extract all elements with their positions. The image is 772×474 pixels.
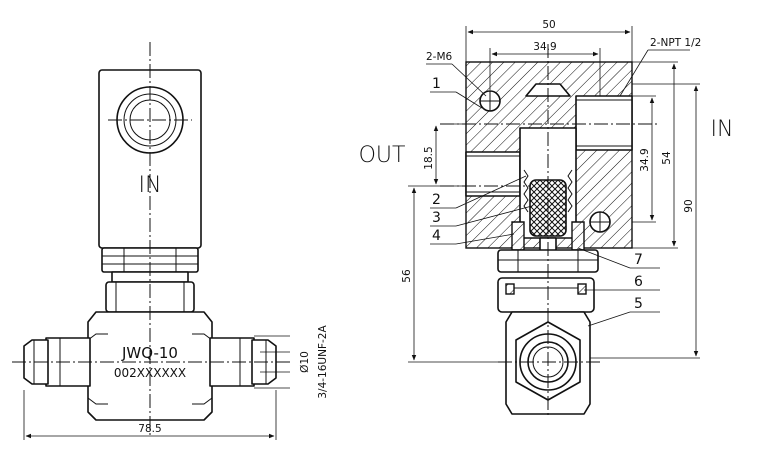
front-view: IN JWQ-10 002XXXXXX <box>12 42 329 440</box>
section-view: 50 34.9 18.5 34.9 54 90 56 OUT IN <box>359 19 734 415</box>
section-port-offset-dim: 18.5 <box>423 146 435 169</box>
section-callout-mount: 2-M6 <box>426 51 453 63</box>
section-in-label: IN <box>711 117 734 142</box>
front-length-dim: 78.5 <box>138 423 161 435</box>
section-out-port <box>465 151 521 197</box>
section-lower-body <box>497 277 595 313</box>
front-bore-dim: Ø10 <box>299 351 311 373</box>
part-number-4: 4 <box>432 228 441 244</box>
part-number-3: 3 <box>432 210 441 226</box>
front-thread-dim: 3/4-16UNF-2A <box>317 325 329 399</box>
section-total-height-dim: 90 <box>683 199 695 212</box>
part-number-5: 5 <box>634 296 643 312</box>
section-port-height-dim: 34.9 <box>639 148 651 171</box>
section-callout-port: 2-NPT 1/2 <box>650 37 701 49</box>
section-in-port <box>575 95 633 151</box>
part-number-1: 1 <box>432 76 441 92</box>
section-width-dim: 50 <box>542 19 555 31</box>
section-spring <box>523 169 573 213</box>
section-out-label: OUT <box>359 143 406 168</box>
part-number-7: 7 <box>634 252 643 268</box>
section-hole-spacing-dim: 34.9 <box>533 41 556 53</box>
section-lower-height-dim: 56 <box>401 269 413 283</box>
part-number-2: 2 <box>432 192 441 208</box>
section-block-height-dim: 54 <box>661 151 673 165</box>
front-main-body <box>87 311 213 421</box>
part-number-6: 6 <box>634 274 643 290</box>
